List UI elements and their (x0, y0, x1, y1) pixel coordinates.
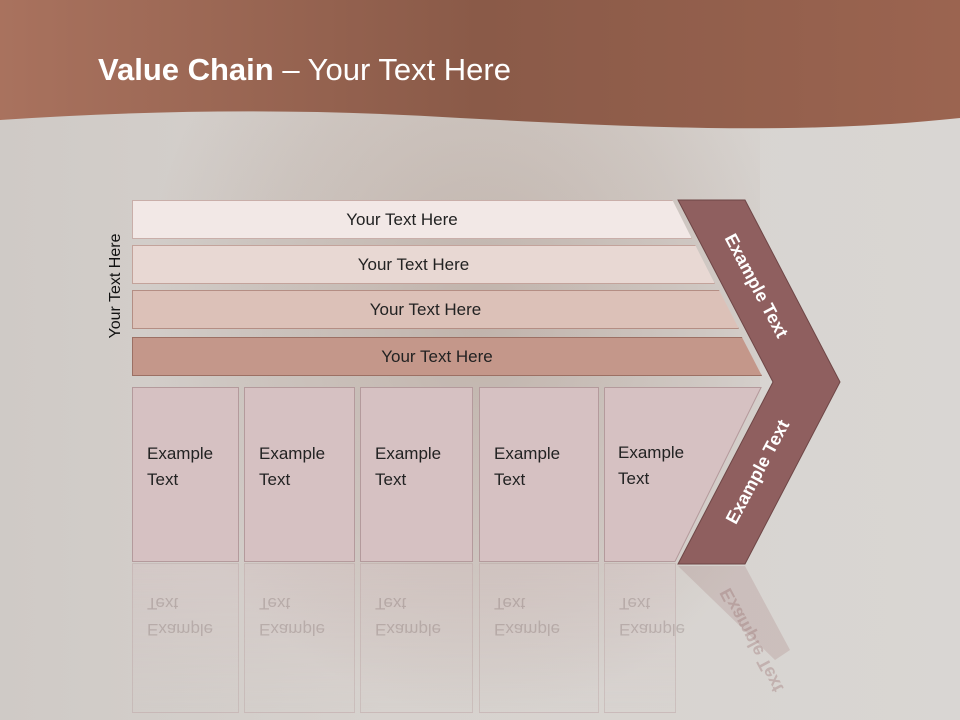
box-4-label: Example Text (494, 444, 561, 489)
box-5-outline (604, 387, 762, 562)
box-2[interactable]: Example Text (244, 387, 355, 562)
title-rest: – Your Text Here (273, 52, 511, 87)
box-4[interactable]: Example Text (479, 387, 599, 562)
bar-1-label: Your Text Here (346, 209, 458, 229)
bar-3-label: Your Text Here (369, 299, 482, 319)
page-title: Value Chain – Your Text Here (98, 52, 511, 88)
box-3[interactable]: Example Text (360, 387, 473, 562)
box-1-label: Example Text (147, 444, 214, 489)
box-1[interactable]: Example Text (132, 387, 239, 562)
bar-4[interactable]: Your Text Here (132, 337, 762, 376)
title-bold: Value Chain (98, 52, 274, 87)
bar-1[interactable]: Your Text Here (132, 200, 692, 239)
header-banner (0, 0, 960, 129)
box-2-label: Example Text (259, 444, 326, 489)
bar-2-label: Your Text Here (357, 254, 470, 274)
bar-4-label: Your Text Here (381, 346, 493, 366)
box-5-label: Example Text (618, 443, 685, 488)
box-3-label: Example Text (375, 444, 442, 489)
bar-2[interactable]: Your Text Here (132, 245, 715, 284)
bar-3[interactable]: Your Text Here (132, 290, 739, 329)
